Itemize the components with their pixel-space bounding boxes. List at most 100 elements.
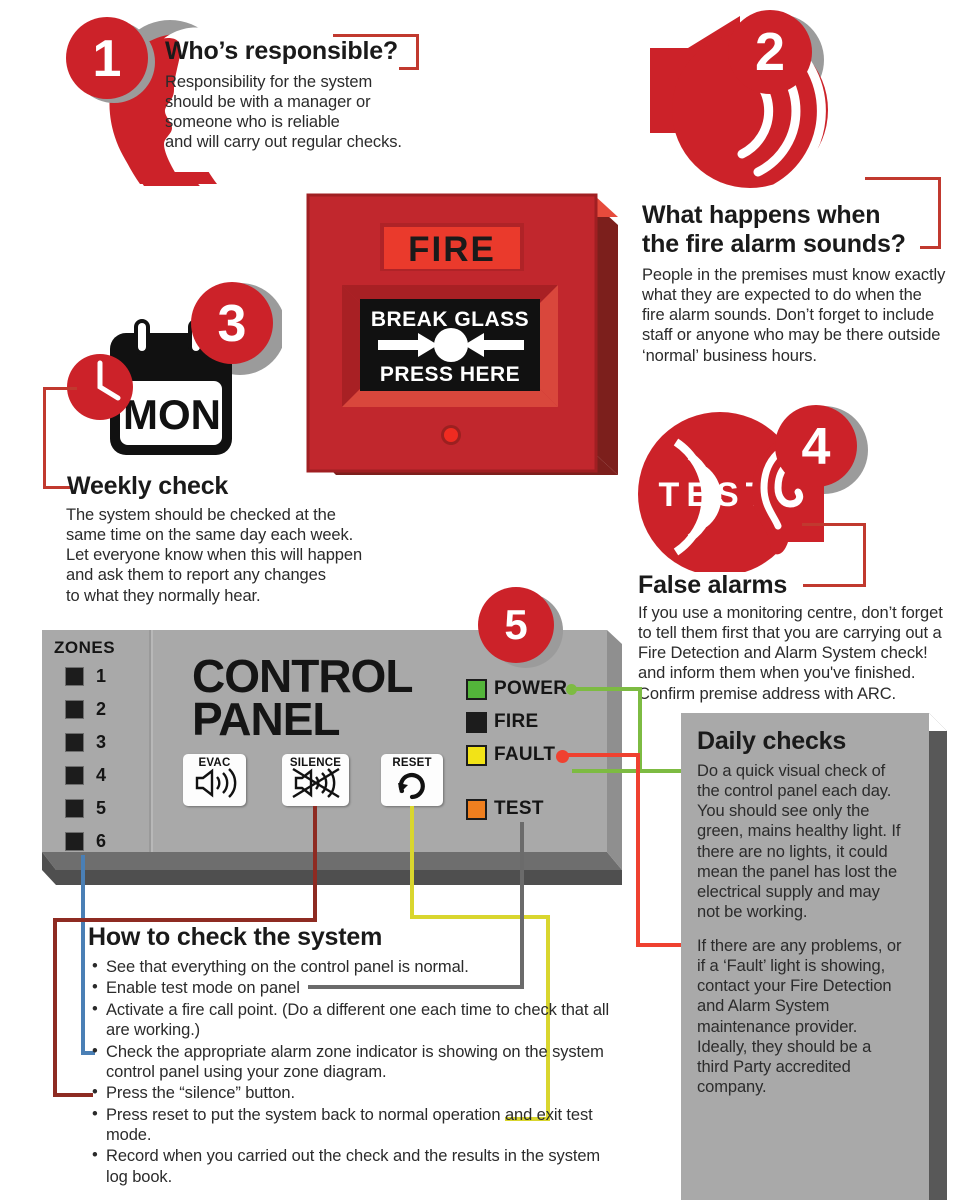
section-four: TEST 4 False alarms If you use a monitor… <box>620 400 961 703</box>
daily-checks-p2-line: and Alarm System <box>697 997 830 1016</box>
section-two-body: People in the premises must know exactly… <box>642 265 961 366</box>
control-panel-title-line1: CONTROL <box>192 650 413 702</box>
section-one-line: should be with a manager or <box>165 93 371 112</box>
section-three-title: Weekly check <box>67 472 229 500</box>
zone-indicator-6[interactable] <box>65 832 84 851</box>
silence-button-label: SILENCE <box>289 757 342 769</box>
connector-red-h2 <box>636 943 698 947</box>
connector-darkred-h2 <box>53 1093 93 1097</box>
daily-checks-card: Daily checks Do a quick visual check of … <box>681 713 961 1200</box>
reset-button[interactable]: RESET <box>381 754 443 806</box>
section-one-line: Responsibility for the system <box>165 73 373 91</box>
section-one-title: Who’s responsible? <box>165 37 398 65</box>
daily-checks-p1-line: green, mains healthy light. If <box>697 822 901 841</box>
calendar-day-label: MON <box>123 391 221 438</box>
connector-green-h5 <box>572 769 698 773</box>
daily-checks-p2-line: if a ‘Fault’ light is showing, <box>697 957 886 976</box>
calendar-clock-icon: MON 3 <box>67 282 282 455</box>
head-profile-icon: 1 <box>66 17 227 186</box>
badge-number-4: 4 <box>802 418 831 476</box>
silence-button[interactable]: SILENCE <box>282 754 349 806</box>
connector-s1-bottom <box>399 67 419 70</box>
daily-checks-p1-line: electrical supply and may <box>697 882 880 901</box>
speaker-sound-icon: 2 <box>650 10 828 193</box>
daily-checks-p2-line: company. <box>697 1077 767 1096</box>
call-point-fire-label: FIRE <box>408 230 496 269</box>
section-two-line: People in the premises must know exactly <box>642 266 946 284</box>
daily-checks-p1-line: You should see only the <box>697 802 870 821</box>
section-three-line: to what they normally hear. <box>66 586 261 605</box>
zone-number-6: 6 <box>96 831 107 851</box>
zones-label: ZONES <box>54 638 116 657</box>
section-four-line: Fire Detection and Alarm System check! <box>638 644 928 663</box>
connector-s2-bottom <box>920 246 941 249</box>
daily-checks-p2-line: maintenance provider. <box>697 1017 858 1036</box>
zone-indicator-3[interactable] <box>65 733 84 752</box>
daily-checks-paragraph-1: Do a quick visual check of the control p… <box>697 761 932 922</box>
evac-button[interactable]: EVAC <box>183 754 246 806</box>
section-three-line: and ask them to report any changes <box>66 566 326 585</box>
led-fire <box>466 712 487 733</box>
connector-red-h1 <box>562 753 640 757</box>
connector-green-h1 <box>572 687 642 691</box>
daily-checks-p2-line: contact your Fire Detection <box>697 977 892 996</box>
zone-number-1: 1 <box>96 666 107 686</box>
badge-number-3: 3 <box>218 295 247 353</box>
section-two: 2 What happens when the fire alarm sound… <box>620 0 961 380</box>
connector-blue-h <box>81 1051 95 1055</box>
connector-darkred-h1 <box>53 918 317 922</box>
connector-green-dot <box>566 684 577 695</box>
section-two-title: What happens when the fire alarm sounds? <box>642 202 906 258</box>
zone-indicator-5[interactable] <box>65 799 84 818</box>
led-fire-label: FIRE <box>494 711 539 732</box>
connector-s4-right <box>863 523 866 587</box>
daily-checks-title: Daily checks <box>697 727 847 755</box>
fire-call-point: FIRE BREAK GLASS PRESS HERE <box>296 185 626 500</box>
connector-green-v <box>638 687 642 773</box>
section-four-body: If you use a monitoring centre, don’t fo… <box>638 603 961 704</box>
ear-test-icon: TEST 4 <box>638 405 868 576</box>
led-test-label: TEST <box>494 798 544 819</box>
control-panel-title: CONTROL PANEL <box>192 650 413 746</box>
daily-checks-p1-line: Do a quick visual check of <box>697 762 886 780</box>
daily-checks-p1-line: mean the panel has lost the <box>697 862 898 881</box>
how-to-check-block: How to check the system See that everyth… <box>88 924 618 1200</box>
section-two-line: fire alarm sounds. Don’t forget to inclu… <box>642 306 935 325</box>
call-point-press-here-label: PRESS HERE <box>380 363 520 386</box>
badge-number-2: 2 <box>755 22 785 82</box>
connector-s3-bottom <box>43 486 71 489</box>
zone-indicator-4[interactable] <box>65 766 84 785</box>
zone-indicator-1[interactable] <box>65 667 84 686</box>
connector-yellow-v1 <box>410 806 414 918</box>
daily-checks-paragraph-2: If there are any problems, or if a ‘Faul… <box>697 936 932 1097</box>
how-to-check-title: How to check the system <box>88 923 383 951</box>
ear-icon-text: TEST <box>659 476 774 514</box>
zone-number-2: 2 <box>96 699 107 719</box>
daily-checks-p2-line: third Party accredited <box>697 1057 851 1076</box>
how-to-check-item: Press the “silence” button. <box>90 1082 610 1103</box>
daily-checks-p2-line: If there are any problems, or <box>697 937 902 955</box>
connector-s3-left <box>43 387 46 489</box>
zone-number-4: 4 <box>96 765 107 785</box>
speaker-on-icon <box>195 768 236 798</box>
section-one-body: Responsibility for the system should be … <box>165 72 465 153</box>
how-to-check-item: Check the appropriate alarm zone indicat… <box>90 1041 610 1083</box>
section-three-line: Let everyone know when this will happen <box>66 546 363 565</box>
led-test <box>466 799 487 820</box>
connector-darkred-v3 <box>53 918 57 1096</box>
control-panel-title-line2: PANEL <box>192 693 341 746</box>
section-one-line: someone who is reliable <box>165 113 340 132</box>
connector-s2-top <box>865 177 941 180</box>
connector-s2-right <box>938 177 941 249</box>
zone-number-3: 3 <box>96 732 107 752</box>
led-power-label: POWER <box>494 678 568 699</box>
evac-button-label: EVAC <box>198 757 231 769</box>
section-four-line: Confirm premise address with ARC. <box>638 684 897 703</box>
zone-indicator-2[interactable] <box>65 700 84 719</box>
badge-number-5: 5 <box>504 601 528 648</box>
connector-gray-v <box>520 822 524 988</box>
how-to-check-item: Press reset to put the system back to no… <box>90 1104 610 1146</box>
daily-checks-p1-line: not be working. <box>697 902 808 921</box>
section-two-title-line2: the fire alarm sounds? <box>642 230 906 259</box>
how-to-check-item: Record when you carried out the check an… <box>90 1145 610 1187</box>
